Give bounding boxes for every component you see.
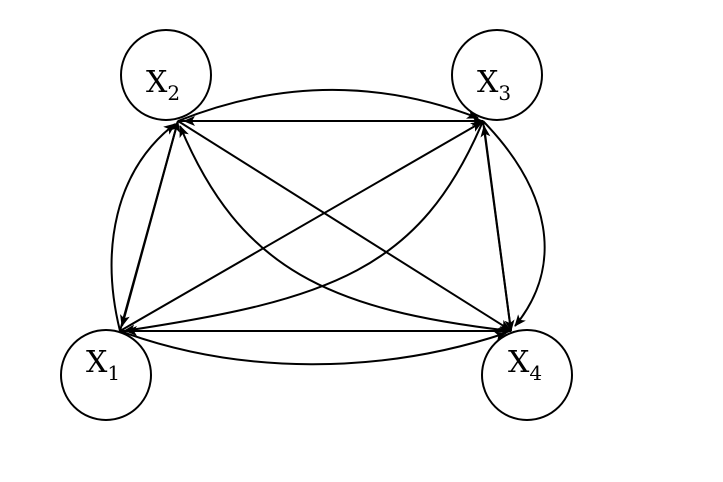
node-x4: X4 [481,329,573,421]
edge-x1-to-x3 [119,121,483,332]
node-x2: X2 [120,29,212,121]
node-x3: X3 [451,29,543,121]
node-x1: X1 [60,329,152,421]
edge-x2-to-x1 [120,120,179,327]
node-x2-label: X2 [146,65,180,105]
edge-x1-to-x2-curved [110,123,176,332]
edge-x2-to-x3-curved [177,88,479,122]
node-layer: X2 X3 X1 X4 [60,29,573,421]
edge-x2-to-x4 [177,120,511,331]
edge-x3-to-x4-curved [482,120,546,327]
edge-layer [110,88,546,366]
edge-x1-to-x4-curved [119,330,507,366]
edge-x4-to-x3 [480,125,512,332]
node-x4-label: X4 [508,345,542,385]
node-x3-label: X3 [477,65,511,105]
edge-x4-to-x2-curved [179,125,512,332]
node-x1-label: X1 [86,345,120,385]
edge-x3-to-x1-curved [123,120,484,335]
